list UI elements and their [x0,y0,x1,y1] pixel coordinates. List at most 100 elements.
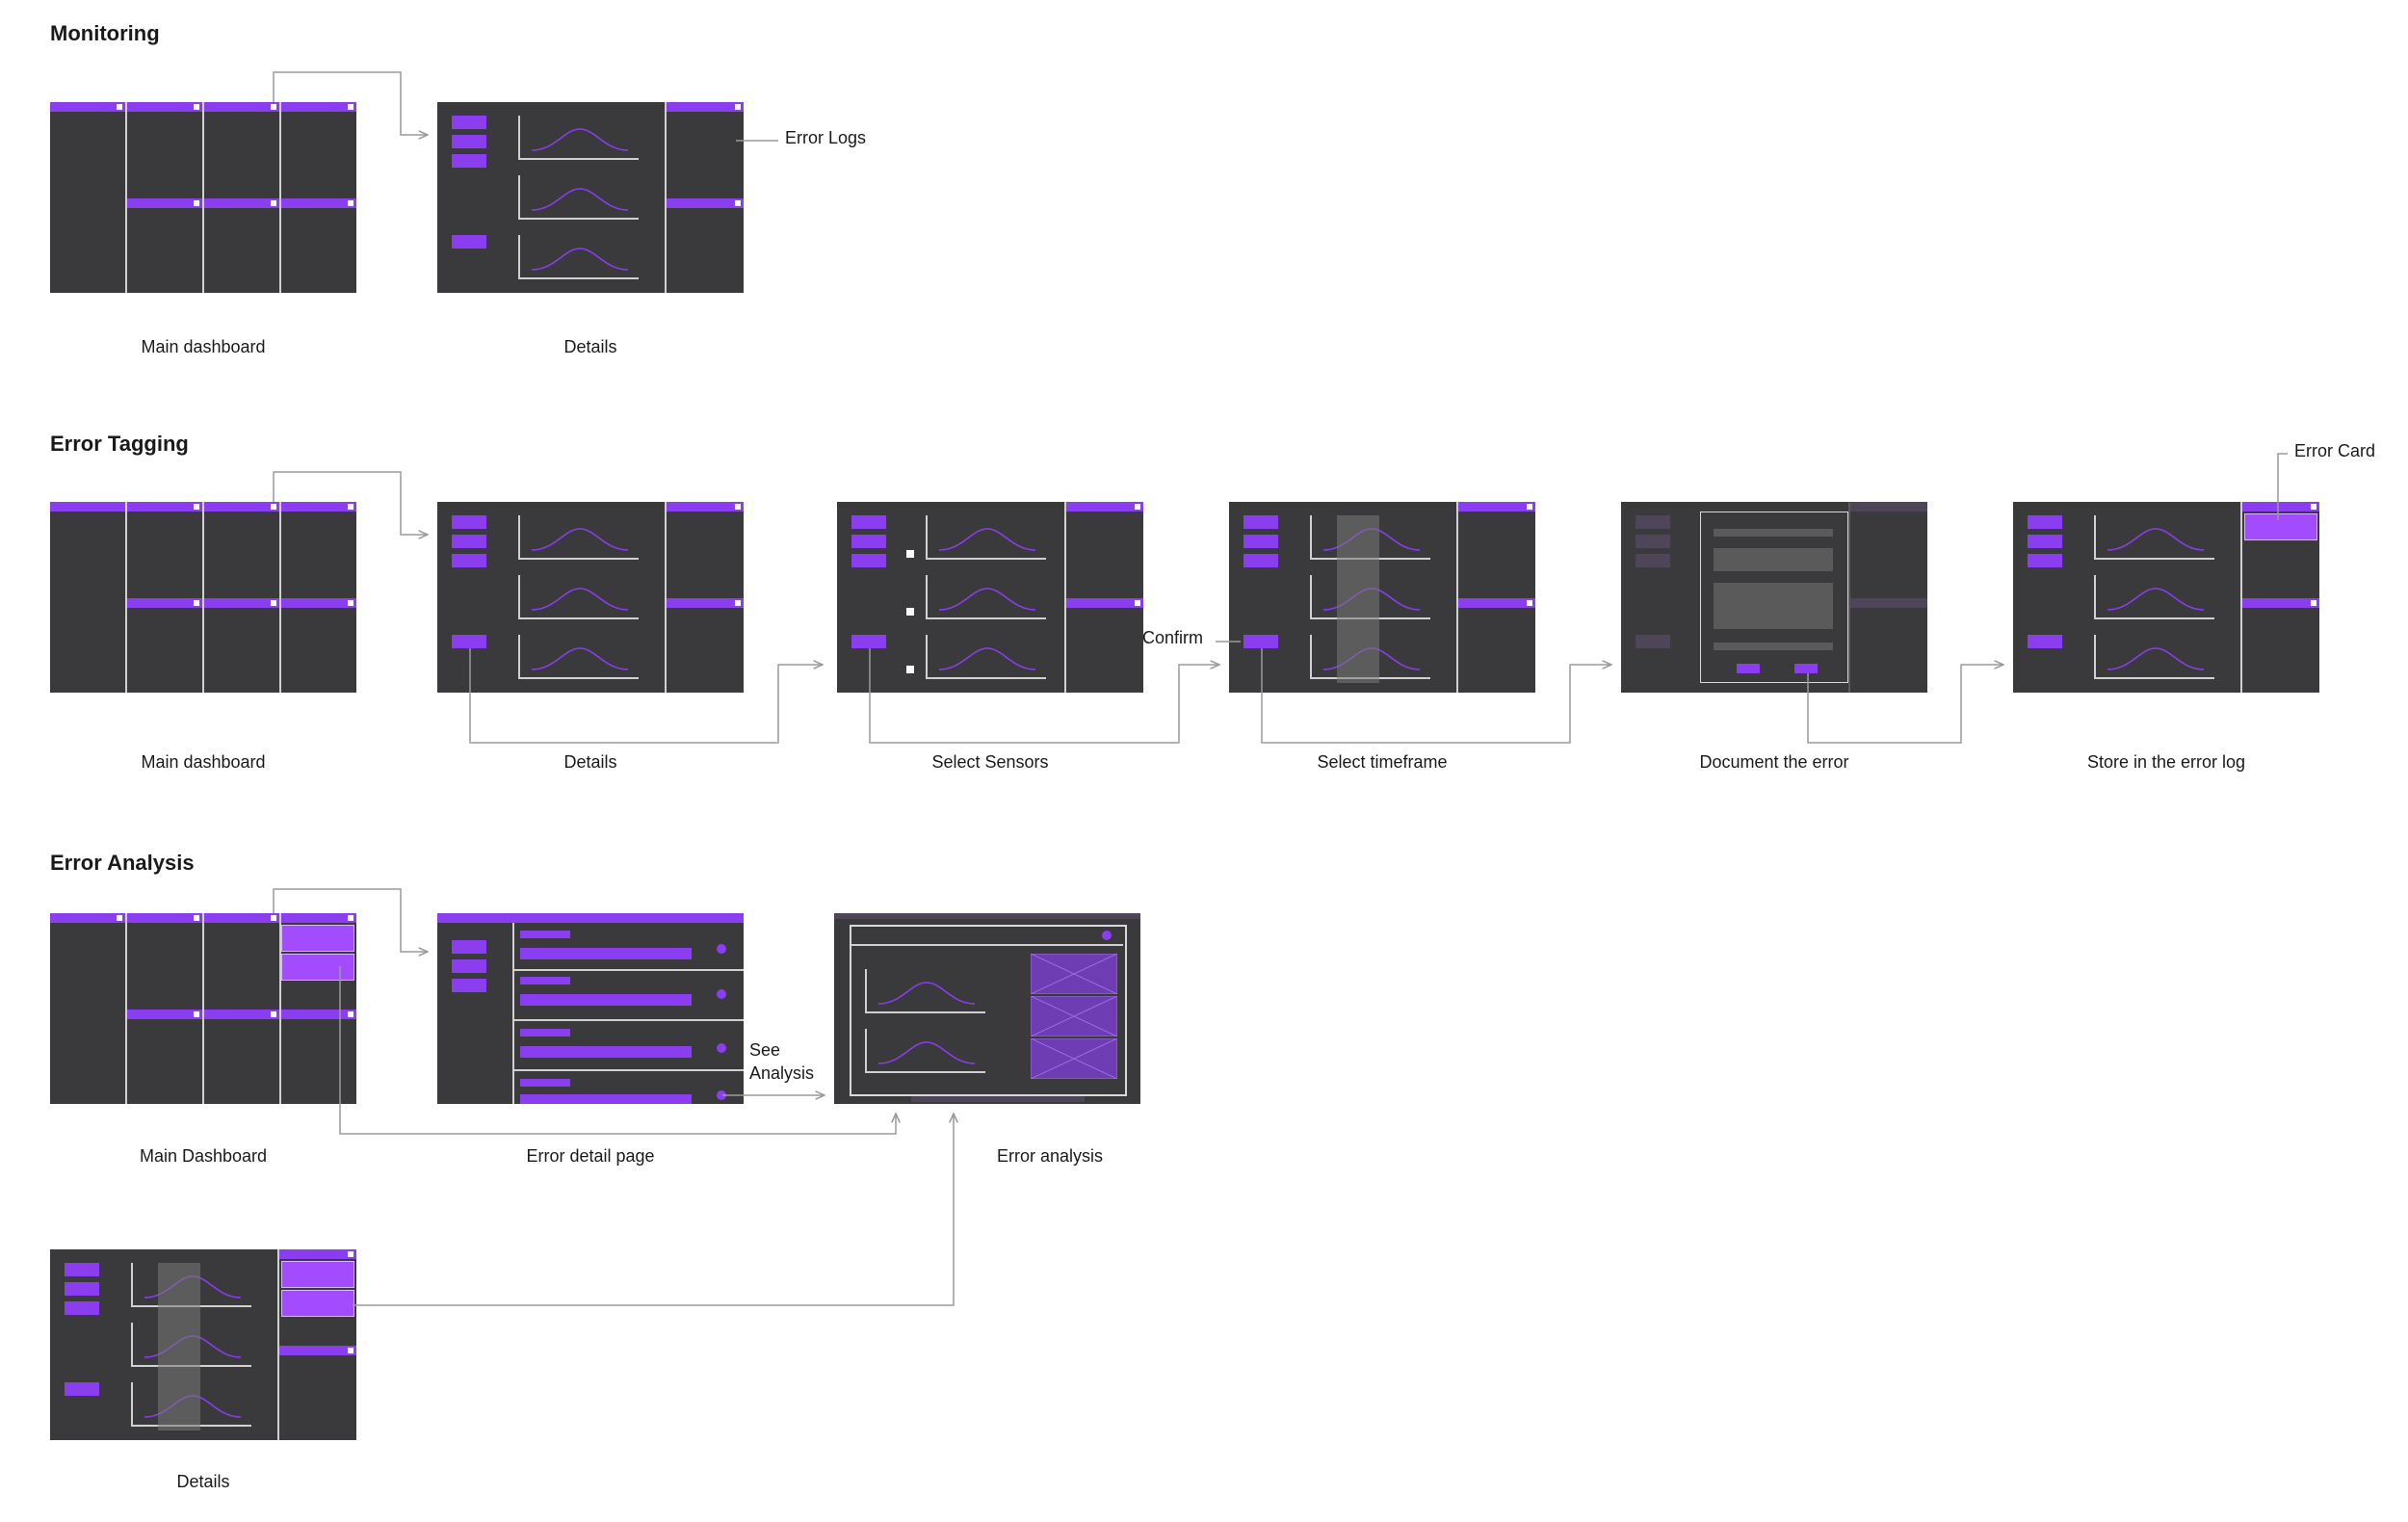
save-button[interactable] [1794,664,1818,673]
tile-menu-icon[interactable] [348,200,353,206]
sensor-checkbox[interactable] [906,666,914,673]
tag-error-button[interactable] [452,635,486,648]
tile-menu-icon[interactable] [1135,600,1140,606]
tile-menu-icon[interactable] [348,104,353,110]
tile-menu-icon[interactable] [117,915,122,921]
error-row-open-icon[interactable] [717,944,726,954]
error-detail-screen[interactable] [437,913,744,1104]
screen-caption: Main Dashboard [139,1146,268,1166]
details-screen[interactable] [437,102,744,293]
error-row-open-icon[interactable] [717,989,726,999]
close-modal-icon[interactable] [1102,931,1112,940]
sensor-graph [2094,635,2214,679]
tile-menu-icon[interactable] [348,1251,353,1257]
analysis-graph [865,969,985,1013]
tile-menu-icon[interactable] [348,504,353,510]
tag-error-button[interactable] [452,235,486,249]
tile-menu-icon[interactable] [1527,600,1532,606]
tile-menu-icon[interactable] [194,504,199,510]
tile-menu-icon[interactable] [271,1011,276,1017]
main-dashboard-screen[interactable] [50,913,356,1104]
error-analysis-screen[interactable] [834,913,1140,1104]
tile-menu-icon[interactable] [735,504,741,510]
sensor-button[interactable] [452,515,486,529]
tile-menu-icon[interactable] [271,104,276,110]
sensor-button[interactable] [851,515,886,529]
sensor-button[interactable] [452,940,486,954]
error-card[interactable] [281,954,354,981]
tile-menu-icon[interactable] [1527,504,1532,510]
tile-menu-icon[interactable] [271,504,276,510]
sensor-button[interactable] [452,154,486,168]
sensor-button[interactable] [1243,554,1278,567]
tile-menu-icon[interactable] [348,915,353,921]
new-error-card[interactable] [2244,513,2317,540]
tile-menu-icon[interactable] [194,915,199,921]
sensor-checkbox[interactable] [906,550,914,558]
column-divider [202,102,204,293]
sensor-button[interactable] [452,135,486,148]
sensor-button[interactable] [2028,554,2062,567]
see-analysis-icon[interactable] [717,1090,726,1100]
error-card[interactable] [281,1290,354,1317]
dialog-title-field[interactable] [1714,529,1833,537]
error-card[interactable] [281,1261,354,1288]
select-sensors-screen[interactable] [837,502,1143,693]
sensor-button[interactable] [1243,515,1278,529]
error-type-field[interactable] [1714,548,1833,571]
error-row-open-icon[interactable] [717,1043,726,1053]
tile-menu-icon[interactable] [2311,504,2316,510]
sensor-button[interactable] [65,1263,99,1276]
tile-menu-icon[interactable] [117,104,122,110]
tile-menu-icon[interactable] [1135,504,1140,510]
sensor-button[interactable] [2028,515,2062,529]
tile-menu-icon[interactable] [735,200,741,206]
sensor-checkbox-checked[interactable] [906,608,914,616]
tile-menu-icon[interactable] [348,600,353,606]
select-timeframe-screen[interactable] [1229,502,1535,693]
panel-divider [512,923,514,1104]
tile-menu-icon[interactable] [194,1011,199,1017]
tag-error-button[interactable] [65,1382,99,1396]
error-card[interactable] [281,925,354,952]
tile-menu-icon[interactable] [348,1011,353,1017]
sensor-button[interactable] [452,116,486,129]
sensor-button[interactable] [452,554,486,567]
panel-divider [1456,502,1458,693]
tile-menu-icon[interactable] [194,200,199,206]
error-row-title [520,1029,570,1037]
tile-menu-icon[interactable] [194,104,199,110]
details-screen[interactable] [437,502,744,693]
timeframe-selection-highlight[interactable] [158,1263,200,1430]
confirm-button[interactable] [1243,635,1278,648]
sensor-button[interactable] [851,554,886,567]
tile-menu-icon[interactable] [271,915,276,921]
tile-menu-icon[interactable] [735,600,741,606]
timeframe-selection-highlight[interactable] [1337,515,1379,683]
main-dashboard-screen[interactable] [50,102,356,293]
tile-menu-icon[interactable] [2311,600,2316,606]
sensor-button[interactable] [65,1282,99,1296]
sensor-button[interactable] [452,535,486,548]
store-error-log-screen[interactable] [2013,502,2319,693]
details-screen[interactable] [50,1249,356,1440]
sensor-button[interactable] [65,1301,99,1315]
tile-menu-icon[interactable] [194,600,199,606]
error-description-field[interactable] [1714,583,1833,629]
confirm-button[interactable] [851,635,886,648]
document-error-screen[interactable] [1621,502,1927,693]
cancel-button[interactable] [1737,664,1760,673]
tag-error-button[interactable] [2028,635,2062,648]
tile-menu-icon[interactable] [271,600,276,606]
sensor-button[interactable] [452,979,486,992]
main-dashboard-screen[interactable] [50,502,356,693]
tile-menu-icon[interactable] [735,104,741,110]
sensor-button[interactable] [851,535,886,548]
sensor-button[interactable] [2028,535,2062,548]
sensor-button[interactable] [452,959,486,973]
dialog-note-field[interactable] [1714,643,1833,650]
tile-menu-icon[interactable] [271,200,276,206]
tile-menu-icon[interactable] [348,1348,353,1353]
sensor-button[interactable] [1243,535,1278,548]
error-log-header-bar [279,1249,356,1259]
